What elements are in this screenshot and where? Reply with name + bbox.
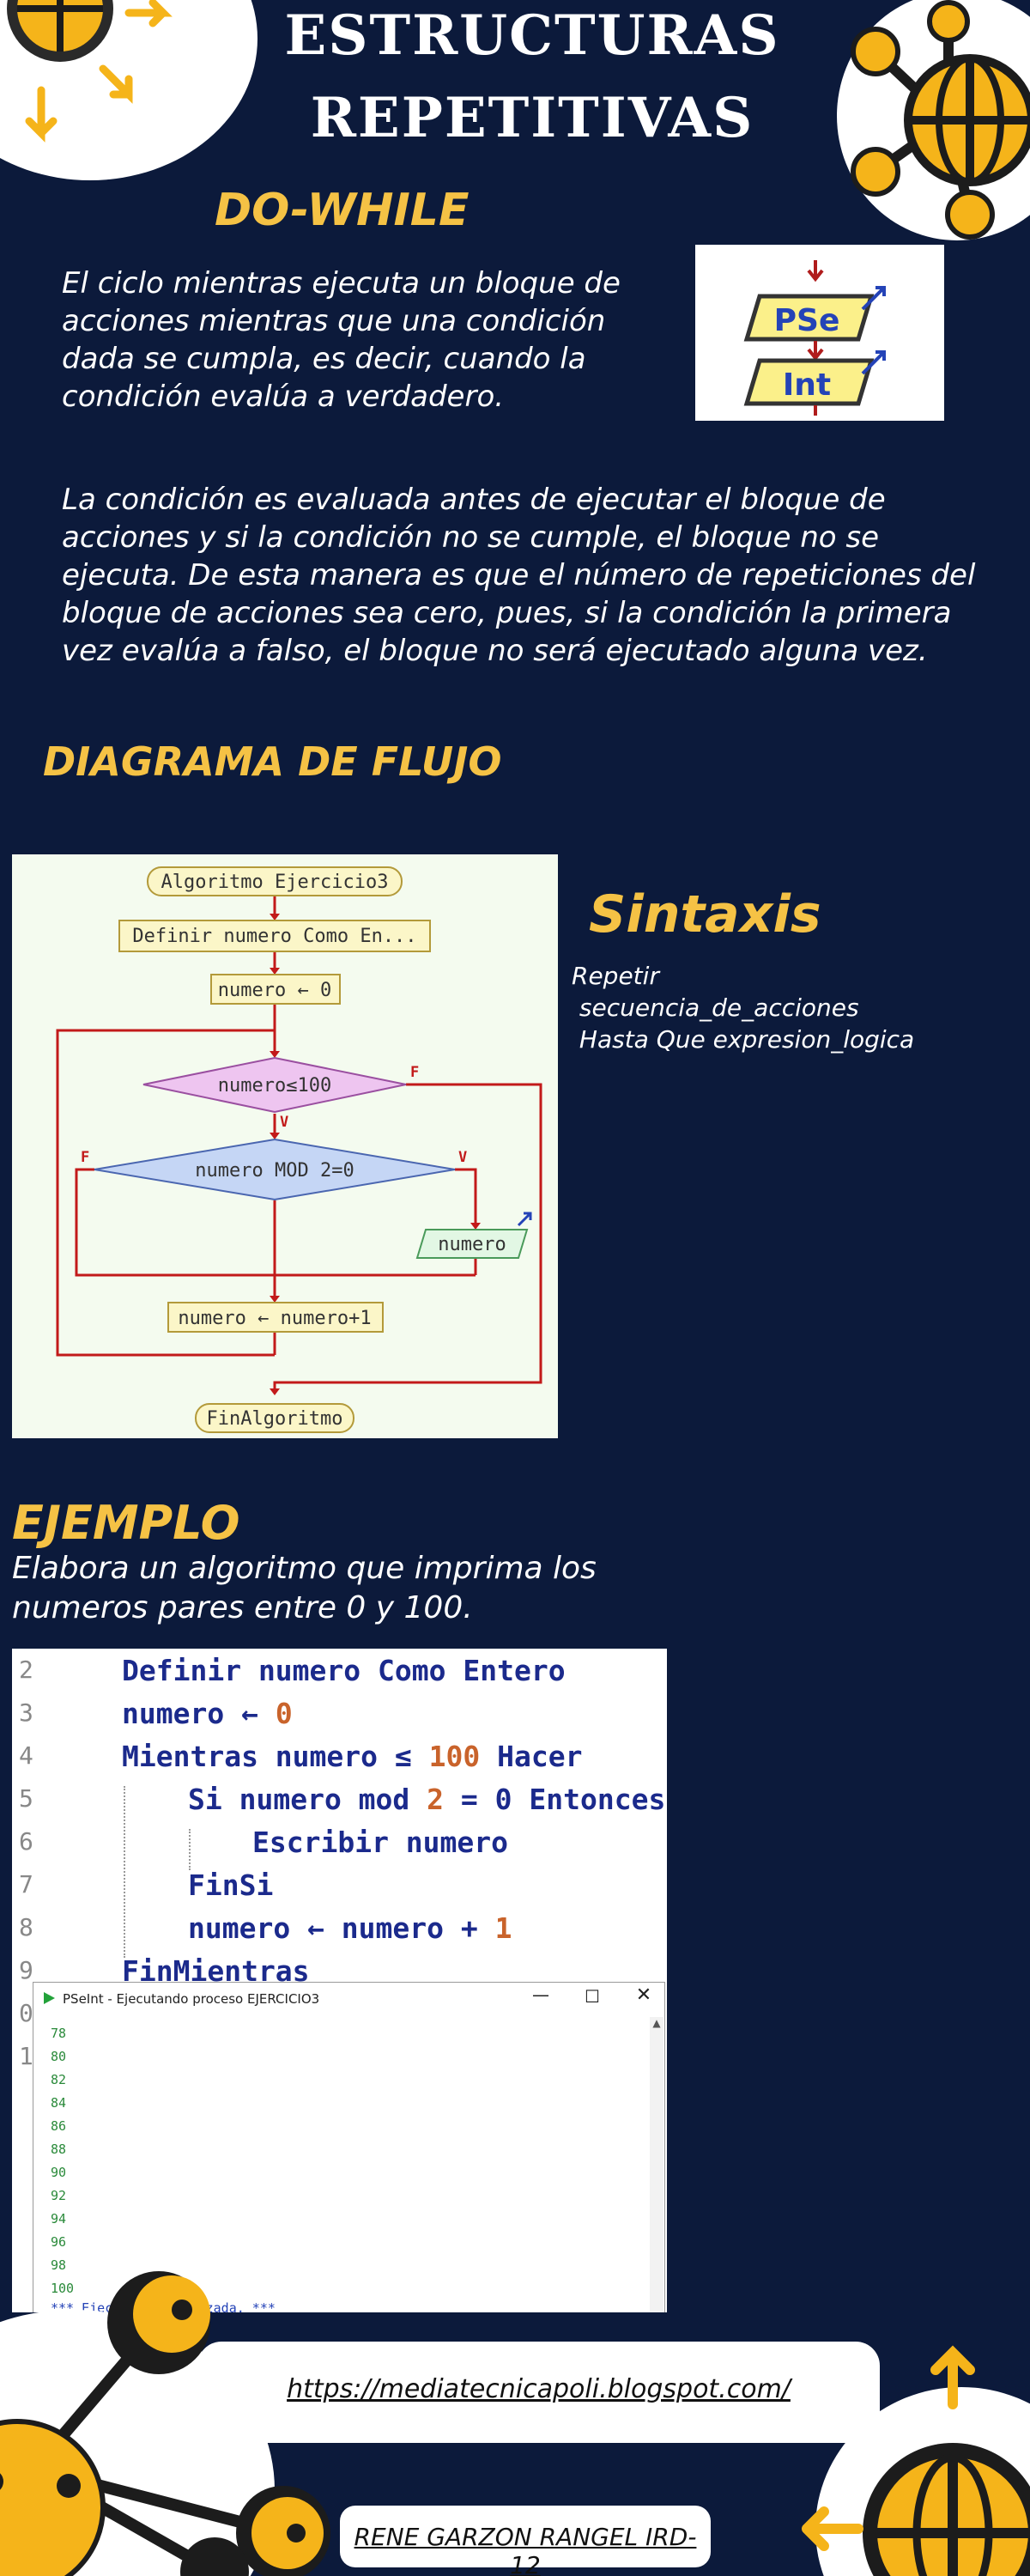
syntax-heading: Sintaxis <box>589 884 821 945</box>
line-number: 1 <box>19 2042 33 2070</box>
line-number: 0 <box>19 1999 33 2027</box>
code-line: Mientras numero ≤ 100 Hacer <box>122 1740 583 1773</box>
flow-node-condition-2: numero MOD 2=0 <box>195 1160 354 1182</box>
pseint-logo-bottom: Int <box>783 368 831 403</box>
flow-label-false: F <box>81 1149 89 1166</box>
syntax-line: Repetir <box>572 962 659 990</box>
example-heading: EJEMPLO <box>12 1496 240 1550</box>
paragraph-line: condición evalúa a verdadero. <box>62 380 505 414</box>
console-output-line: 84 <box>51 2095 67 2111</box>
flow-node-condition-1: numero≤100 <box>218 1075 331 1097</box>
globe-arrows-icon <box>7 0 173 143</box>
minimize-icon[interactable]: — <box>532 1984 549 2005</box>
syntax-line: Hasta Que expresion_logica <box>572 1025 915 1054</box>
line-number: 7 <box>19 1870 33 1899</box>
indent-guide <box>189 1829 191 1870</box>
example-description-line: numeros pares entre 0 y 100. <box>12 1590 473 1625</box>
console-output-line: 86 <box>51 2118 67 2134</box>
console-output-line: 94 <box>51 2211 67 2227</box>
flowchart-heading: DIAGRAMA DE FLUJO <box>43 738 502 785</box>
page-title-line-2: REPETITIVAS <box>310 86 754 150</box>
code-line: Definir numero Como Entero <box>122 1654 566 1687</box>
console-output-line: 90 <box>51 2165 67 2180</box>
flow-label-true: V <box>280 1114 288 1131</box>
code-example-card: 2 3 4 5 6 7 8 9 0 1 Definir numero Como … <box>12 1649 667 2312</box>
console-title: PSeInt - Ejecutando proceso EJERCICIO3 <box>63 1991 320 2007</box>
line-number: 5 <box>19 1784 33 1813</box>
network-nodes-icon <box>0 2271 330 2576</box>
console-scrollbar[interactable]: ▲ <box>650 2017 663 2312</box>
dowhile-heading: DO-WHILE <box>215 185 470 236</box>
author-name: RENE GARZON RANGEL IRD-12 <box>354 2523 697 2576</box>
example-description-line: Elabora un algoritmo que imprima los <box>12 1551 597 1586</box>
page-title-line-1: ESTRUCTURAS <box>284 3 780 68</box>
code-line: Si numero mod 2 = 0 Entonces <box>188 1783 666 1816</box>
paragraph-line: dada se cumpla, es decir, cuando la <box>62 342 586 376</box>
author-pill: RENE GARZON RANGEL IRD-12 <box>340 2506 711 2576</box>
maximize-icon[interactable]: ☐ <box>585 1986 600 2007</box>
flow-node-assign: numero ← 0 <box>218 980 331 1001</box>
console-output-line: 100 <box>51 2281 75 2296</box>
console-output-line: 78 <box>51 2026 67 2041</box>
code-line: FinSi <box>188 1868 274 1902</box>
paragraph-line: La condición es evaluada antes de ejecut… <box>62 483 886 517</box>
indent-guide <box>124 1786 125 1958</box>
flow-node-write: numero <box>438 1234 506 1255</box>
paragraph-line: ejecuta. De esta manera es que el número… <box>62 558 976 592</box>
paragraph-line: acciones mientras que una condición <box>62 304 606 338</box>
syntax-line: secuencia_de_acciones <box>572 993 859 1022</box>
blog-link[interactable]: https://mediatecnicapoli.blogspot.com/ <box>287 2374 791 2404</box>
pseint-logo-top: PSe <box>774 303 840 338</box>
line-number: 2 <box>19 1656 33 1684</box>
paragraph-line: vez evalúa a falso, el bloque no será ej… <box>62 634 928 668</box>
console-output-line: 88 <box>51 2142 67 2157</box>
code-line: numero ← numero + 1 <box>188 1911 512 1945</box>
line-number: 4 <box>19 1741 33 1770</box>
console-output-line: 96 <box>51 2234 67 2250</box>
flow-node-end: FinAlgoritmo <box>207 1408 343 1430</box>
console-window: PSeInt - Ejecutando proceso EJERCICIO3 —… <box>33 1982 665 2312</box>
console-output-line: 80 <box>51 2049 67 2064</box>
paragraph-line: El ciclo mientras ejecuta un bloque de <box>62 266 621 301</box>
line-number: 9 <box>19 1956 33 1984</box>
console-output-line: 92 <box>51 2188 67 2203</box>
pseint-logo-card: PSe Int <box>695 245 944 421</box>
line-number: 3 <box>19 1698 33 1727</box>
close-icon[interactable]: ✕ <box>635 1984 652 2006</box>
console-output-line: 98 <box>51 2257 67 2273</box>
network-globe-icon <box>851 0 1030 240</box>
scroll-up-icon[interactable]: ▲ <box>652 2017 661 2029</box>
code-line: Escribir numero <box>252 1826 509 1859</box>
flow-label-true: V <box>458 1149 467 1166</box>
flow-node-increment: numero ← numero+1 <box>178 1308 371 1329</box>
code-line: numero ← 0 <box>122 1697 293 1730</box>
paragraph-line: acciones y si la condición no se cumple,… <box>62 520 879 555</box>
pseint-logo-icon: PSe Int <box>743 260 886 416</box>
link-pill: https://mediatecnicapoli.blogspot.com/ <box>197 2342 880 2443</box>
flow-node-define: Definir numero Como En... <box>132 926 416 947</box>
console-titlebar: PSeInt - Ejecutando proceso EJERCICIO3 —… <box>33 1983 664 2014</box>
paragraph-line: bloque de acciones sea cero, pues, si la… <box>62 596 952 630</box>
line-number: 6 <box>19 1827 33 1856</box>
pseint-app-icon <box>44 1992 55 2004</box>
flowchart-card: Algoritmo Ejercicio3 Definir numero Como… <box>12 854 558 1438</box>
console-output-line: 82 <box>51 2072 67 2087</box>
flow-node-start: Algoritmo Ejercicio3 <box>161 872 389 893</box>
flowchart-diagram: Algoritmo Ejercicio3 Definir numero Como… <box>56 866 542 1433</box>
line-number: 8 <box>19 1913 33 1941</box>
flow-label-false: F <box>410 1064 419 1081</box>
